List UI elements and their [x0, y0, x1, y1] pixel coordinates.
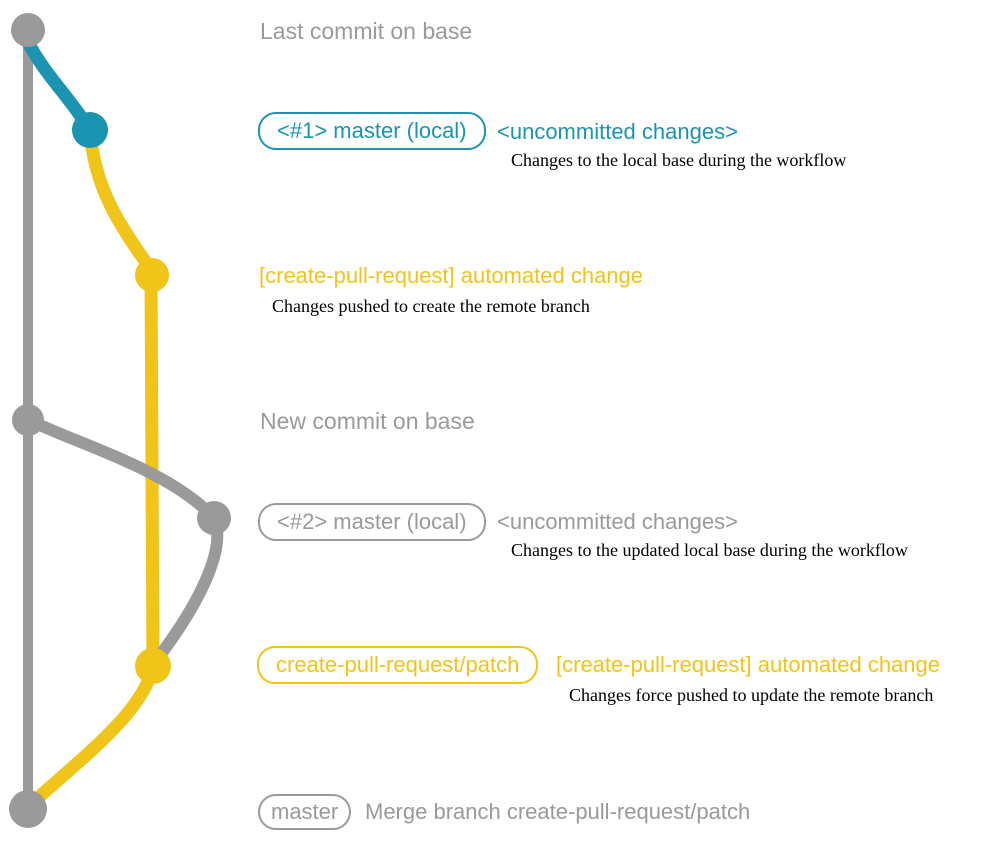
commit-node-uncommitted-2 [197, 501, 231, 535]
desc-uncommitted-changes-2: Changes to the updated local base during… [511, 540, 908, 560]
branch-tag-master-local-2: <#2> master (local) [258, 503, 486, 541]
commit-node-last-base [11, 13, 45, 47]
patch-merge-curve [22, 661, 160, 813]
label-new-commit-on-base: New commit on base [260, 408, 475, 434]
branch-tag-master-local-1: <#1> master (local) [258, 112, 486, 150]
commit-node-merge [9, 790, 47, 828]
commit-node-new-base [12, 404, 44, 436]
branch-tag-master: master [258, 794, 352, 830]
label-merge-branch: Merge branch create-pull-request/patch [365, 799, 751, 824]
desc-automated-change-1: Changes pushed to create the remote bran… [272, 296, 590, 316]
uncommitted-branch-2-curve [23, 414, 224, 668]
label-uncommitted-changes-1: <uncommitted changes> [497, 119, 738, 144]
branch-tag-create-pull-request-patch: create-pull-request/patch [257, 646, 539, 684]
label-automated-change-2: [create-pull-request] automated change [556, 652, 941, 677]
commit-node-automated-2 [135, 648, 171, 684]
label-uncommitted-changes-2: <uncommitted changes> [497, 509, 738, 534]
label-automated-change-1: [create-pull-request] automated change [259, 263, 644, 288]
label-last-commit-on-base: Last commit on base [260, 18, 473, 44]
desc-automated-change-2: Changes force pushed to update the remot… [569, 685, 934, 705]
desc-uncommitted-changes-1: Changes to the local base during the wor… [511, 150, 847, 170]
commit-node-automated-1 [135, 258, 169, 292]
patch-branch-curve-1 [83, 125, 157, 275]
commit-node-uncommitted-1 [72, 112, 108, 148]
